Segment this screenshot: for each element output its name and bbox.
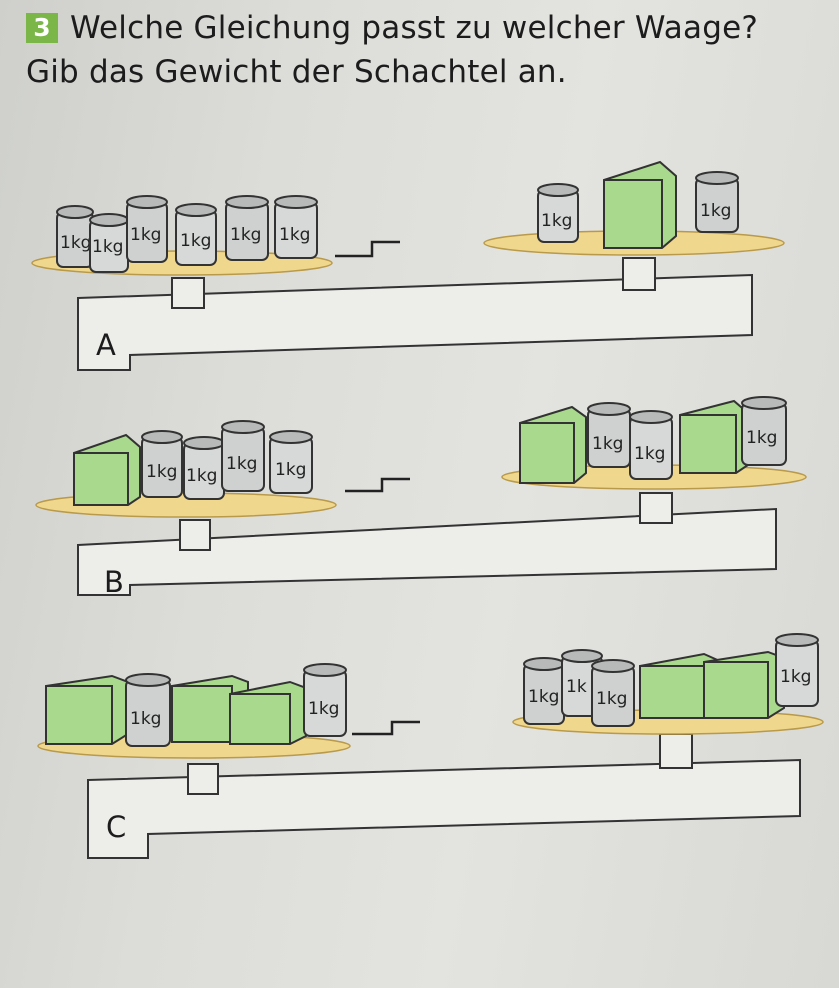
weight: 1kg [89, 213, 129, 273]
svg-text:1kg: 1kg [308, 699, 339, 719]
weight: 1kg [303, 663, 347, 737]
weight: 1kg [537, 183, 579, 243]
weight: 1kg [591, 659, 635, 727]
weight: 1kg [125, 673, 171, 747]
scale-a-drawing: 1kg 1kg 1kg 1kg 1kg 1kg 1kg 1kg [31, 160, 785, 371]
scale-a: 1kg 1kg 1kg 1kg 1kg 1kg 1kg 1kg A [0, 160, 839, 380]
weight: 1kg [221, 420, 265, 492]
svg-text:1kg: 1kg [275, 460, 306, 480]
scale-b-drawing: 1kg 1kg 1kg 1kg 1kg 1kg 1kg [35, 396, 807, 596]
svg-text:1kg: 1kg [180, 231, 211, 251]
svg-text:1kg: 1kg [596, 689, 627, 709]
svg-text:1kg: 1kg [230, 225, 261, 245]
svg-text:1kg: 1kg [60, 233, 91, 253]
weight: 1kg [741, 396, 787, 466]
weight: 1kg [141, 430, 183, 498]
svg-text:1kg: 1kg [146, 462, 177, 482]
weight: 1kg [56, 205, 94, 268]
svg-text:1kg: 1kg [279, 225, 310, 245]
svg-text:1kg: 1kg [528, 687, 559, 707]
svg-text:1kg: 1kg [92, 237, 123, 257]
scale-c-drawing: 1kg 1kg 1kg 1k 1kg 1kg [37, 633, 824, 859]
weight: 1kg [523, 657, 565, 725]
svg-text:1kg: 1kg [700, 201, 731, 221]
svg-text:1kg: 1kg [186, 466, 217, 486]
box [45, 674, 129, 745]
box [703, 650, 785, 719]
weight: 1kg [695, 171, 739, 233]
weight: 1kg [183, 436, 225, 500]
weight: 1kg [175, 203, 217, 266]
scale-label-a: A [96, 328, 116, 362]
svg-text:1kg: 1kg [541, 211, 572, 231]
scale-label-b: B [104, 565, 124, 599]
svg-text:1kg: 1kg [592, 434, 623, 454]
box [73, 433, 141, 506]
weight: 1kg [775, 633, 819, 707]
weight: 1kg [629, 410, 673, 480]
box [679, 399, 749, 474]
svg-text:1kg: 1kg [130, 225, 161, 245]
weight: 1kg [274, 195, 318, 259]
svg-text:1kg: 1kg [226, 454, 257, 474]
task-text: Welche Gleichung passt zu welcher Waage?… [26, 10, 759, 90]
svg-text:1kg: 1kg [634, 444, 665, 464]
box [603, 160, 677, 249]
weight: 1kg [587, 402, 631, 468]
scale-c: 1kg 1kg 1kg 1k 1kg 1kg C [0, 630, 839, 860]
weight: 1kg [126, 195, 168, 263]
scale-b: 1kg 1kg 1kg 1kg 1kg 1kg 1kg B [0, 396, 839, 605]
svg-text:1kg: 1kg [746, 428, 777, 448]
svg-text:1kg: 1kg [130, 709, 161, 729]
svg-text:1k: 1k [566, 677, 587, 697]
scale-label-c: C [106, 810, 127, 844]
weight: 1kg [269, 430, 313, 494]
svg-text:1kg: 1kg [780, 667, 811, 687]
box [519, 405, 587, 484]
weight: 1kg [225, 195, 269, 261]
task-number-badge: 3 [26, 13, 58, 43]
box [229, 680, 307, 745]
